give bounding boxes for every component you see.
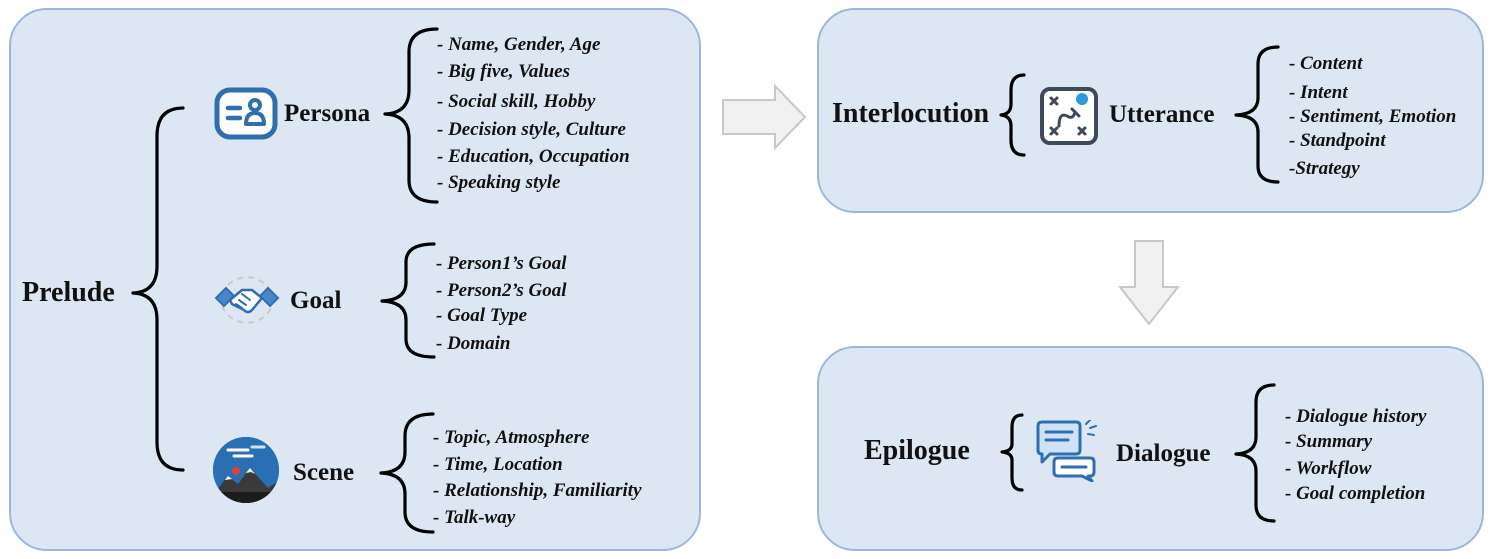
scene-item: - Talk-way <box>433 507 516 528</box>
dialogue-label: Dialogue <box>1116 440 1211 467</box>
id-card-icon <box>213 86 279 141</box>
dialogue-item: - Summary <box>1285 431 1373 452</box>
scene-item: - Topic, Atmosphere <box>433 427 590 448</box>
dialogue-item: - Workflow <box>1285 458 1372 479</box>
strategy-board-icon <box>1039 86 1099 146</box>
persona-item: - Education, Occupation <box>437 146 630 167</box>
utterance-item: - Standpoint <box>1289 130 1386 151</box>
chat-bubbles-icon <box>1034 419 1100 483</box>
persona-item: - Speaking style <box>437 172 561 193</box>
prelude-panel <box>9 8 701 551</box>
goal-item: - Goal Type <box>436 305 528 326</box>
persona-item: - Big five, Values <box>437 61 570 82</box>
persona-item: - Decision style, Culture <box>437 119 626 140</box>
utterance-label: Utterance <box>1109 101 1215 128</box>
scene-label: Scene <box>293 459 355 486</box>
handshake-icon <box>212 264 282 334</box>
epilogue-title: Epilogue <box>864 435 970 466</box>
right-arrow <box>722 83 807 151</box>
utterance-item: - Sentiment, Emotion <box>1289 106 1457 127</box>
persona-item: - Social skill, Hobby <box>437 91 596 112</box>
dialogue-item: - Dialogue history <box>1285 406 1427 427</box>
mountain-scene-icon <box>212 436 280 504</box>
goal-label: Goal <box>290 287 342 314</box>
utterance-item: - Intent <box>1289 82 1348 103</box>
interlocution-panel <box>817 8 1484 213</box>
prelude-title: Prelude <box>22 277 115 308</box>
dialogue-item: - Goal completion <box>1285 483 1426 504</box>
scene-item: - Time, Location <box>433 454 563 475</box>
goal-item: - Person1’s Goal <box>436 253 567 274</box>
persona-item: - Name, Gender, Age <box>437 34 601 55</box>
utterance-item: -Strategy <box>1289 158 1360 179</box>
persona-label: Persona <box>284 100 371 127</box>
scene-item: - Relationship, Familiarity <box>433 480 642 501</box>
goal-item: - Person2’s Goal <box>436 280 567 301</box>
epilogue-panel <box>817 346 1484 551</box>
interlocution-title: Interlocution <box>832 98 990 129</box>
down-arrow <box>1117 240 1181 326</box>
goal-item: - Domain <box>436 333 511 354</box>
utterance-item: - Content <box>1289 53 1363 74</box>
